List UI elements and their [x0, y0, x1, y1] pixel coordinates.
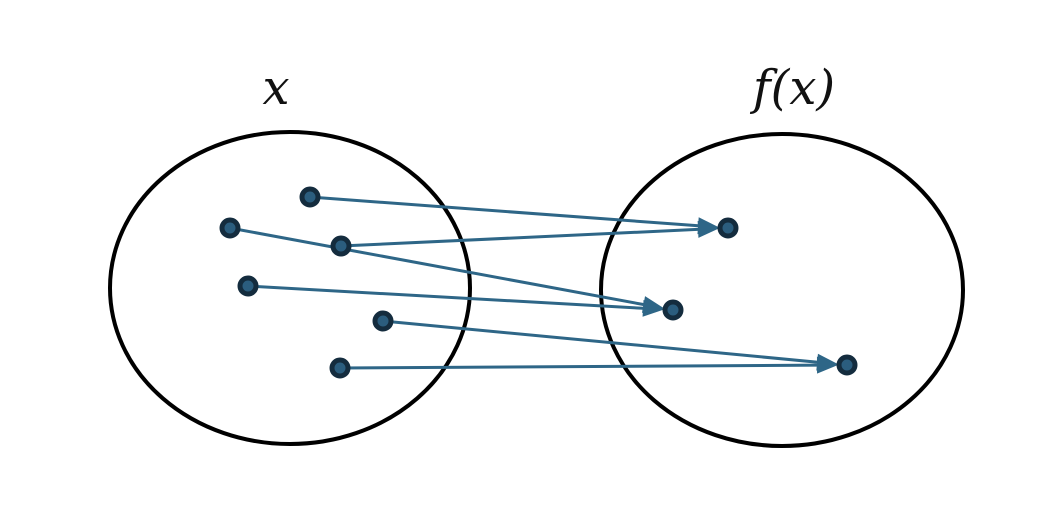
left-set-label: x: [262, 60, 289, 116]
mapping-arrows-layer: [229, 195, 839, 374]
left-set-dot-x6: [329, 357, 351, 379]
arrowhead-icon-x4-y2: [642, 299, 665, 317]
left-set-dot-x4: [237, 275, 259, 297]
left-set-ellipse: [108, 130, 472, 446]
mapping-arrow-line-x4-y2: [247, 284, 646, 310]
element-dots-layer: [219, 186, 858, 379]
mapping-arrow-line-x5-y3: [382, 319, 820, 364]
mapping-arrow-line-x1-y1: [309, 195, 701, 228]
arrowhead-icon-x3-y1: [697, 220, 720, 238]
right-set-dot-y2: [662, 299, 684, 321]
left-set-dot-x1: [299, 186, 321, 208]
left-set-dot-x3: [330, 235, 352, 257]
right-set-dot-y1: [717, 217, 739, 239]
right-set-dot-y3: [836, 354, 858, 376]
right-set-ellipse: [599, 132, 965, 448]
right-set-label: f(x): [750, 60, 835, 116]
mapping-arrow-line-x2-y2: [229, 226, 646, 307]
left-set-dot-x2: [219, 217, 241, 239]
mapping-arrow-line-x3-y1: [340, 227, 701, 248]
arrowhead-icon-x6-y3: [816, 356, 839, 374]
left-set-dot-x5: [372, 310, 394, 332]
mapping-arrow-line-x6-y3: [339, 363, 820, 370]
set-ellipses-layer: [108, 130, 965, 448]
